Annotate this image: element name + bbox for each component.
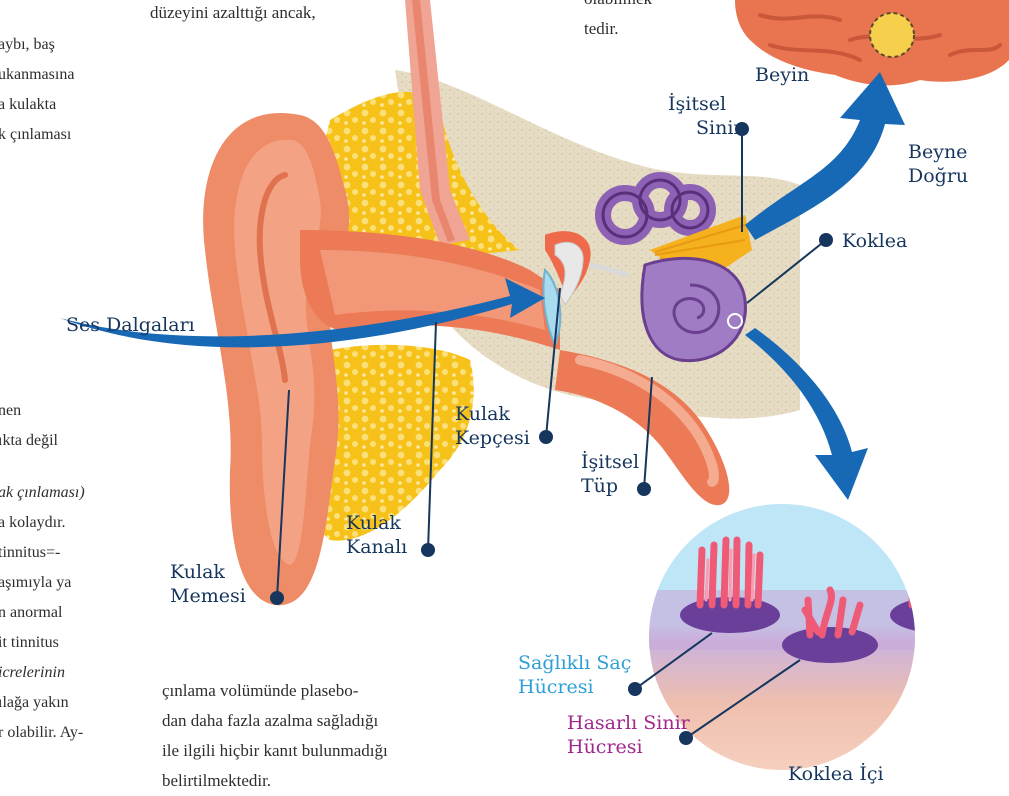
body-line: düzeyini azalttığı ancak, [150,0,316,28]
label-line: Sinir [668,116,743,140]
body-line: tedir. [584,14,652,44]
body-line: çınlama volümünde plasebo- [162,676,388,706]
body-line: k çınlaması [0,120,74,150]
label-kulak-memesi: Kulak Memesi [170,560,246,608]
body-line: aşımıyla ya [0,568,85,598]
label-ses-dalgalari: Ses Dalgaları [66,313,195,337]
label-isitsel-sinir: İşitsel Sinir [668,92,743,140]
label-line: Kulak [170,560,246,584]
bottom-body-text: çınlama volümünde plasebo- dan daha fazl… [162,676,388,796]
body-line: ile ilgili hiçbir kanıt bulunmadığı [162,736,388,766]
label-beyin: Beyin [755,63,809,87]
body-line: ak çınlaması) [0,478,85,508]
left-body-text-c: ak çınlaması) a kolaydır. tinnitus=- aşı… [0,478,85,748]
body-line: icrelerinin [0,658,85,688]
label-line: Sağlıklı Saç [518,651,631,675]
label-line: Kulak [346,511,407,535]
label-line: Doğru [908,164,968,188]
top-body-text: düzeyini azalttığı ancak, [150,0,316,28]
label-line: Hücresi [567,735,690,759]
cochlea-icon [642,258,746,360]
body-line: aybı, baş [0,30,74,60]
label-kulak-kanali: Kulak Kanalı [346,511,407,559]
label-beyne-dogru: Beyne Doğru [908,140,968,188]
label-line: Hücresi [518,675,631,699]
label-hasarli-sinir-hucresi: Hasarlı Sinir Hücresi [567,711,690,759]
left-body-text-a: aybı, baş ukanmasına a kulakta k çınlama… [0,30,74,150]
label-line: Memesi [170,584,246,608]
body-line: r olabilir. Ay- [0,718,85,748]
label-line: Kanalı [346,535,407,559]
label-koklea: Koklea [842,229,907,253]
label-line: Beyne [908,140,968,164]
body-line: nen [0,396,58,426]
label-isitsel-tup: İşitsel Tüp [581,450,639,498]
body-line: olabilmek [584,0,652,14]
to-brain-arrow [745,72,905,240]
body-line: a kolaydır. [0,508,85,538]
body-line: ıkta değil [0,426,58,456]
label-line: Hasarlı Sinir [567,711,690,735]
body-line: n anormal [0,598,85,628]
body-line: belirtilmektedir. [162,766,388,796]
body-line: ukanmasına [0,60,74,90]
body-line: a kulakta [0,90,74,120]
label-kulak-kepcesi: Kulak Kepçesi [455,402,530,450]
top-right-body-text: olabilmek tedir. [584,0,652,44]
label-line: Kepçesi [455,426,530,450]
label-line: Tüp [581,474,639,498]
label-line: İşitsel [581,450,639,474]
left-body-text-b: nen ıkta değil [0,396,58,456]
body-line: it tinnitus [0,628,85,658]
label-koklea-ici: Koklea İçi [788,762,884,786]
body-line: tinnitus=- [0,538,85,568]
label-line: Kulak [455,402,530,426]
body-line: dan daha fazla azalma sağladığı [162,706,388,736]
body-line: ılağa yakın [0,688,85,718]
label-line: İşitsel [668,92,743,116]
label-saglikli-sac-hucresi: Sağlıklı Saç Hücresi [518,651,631,699]
